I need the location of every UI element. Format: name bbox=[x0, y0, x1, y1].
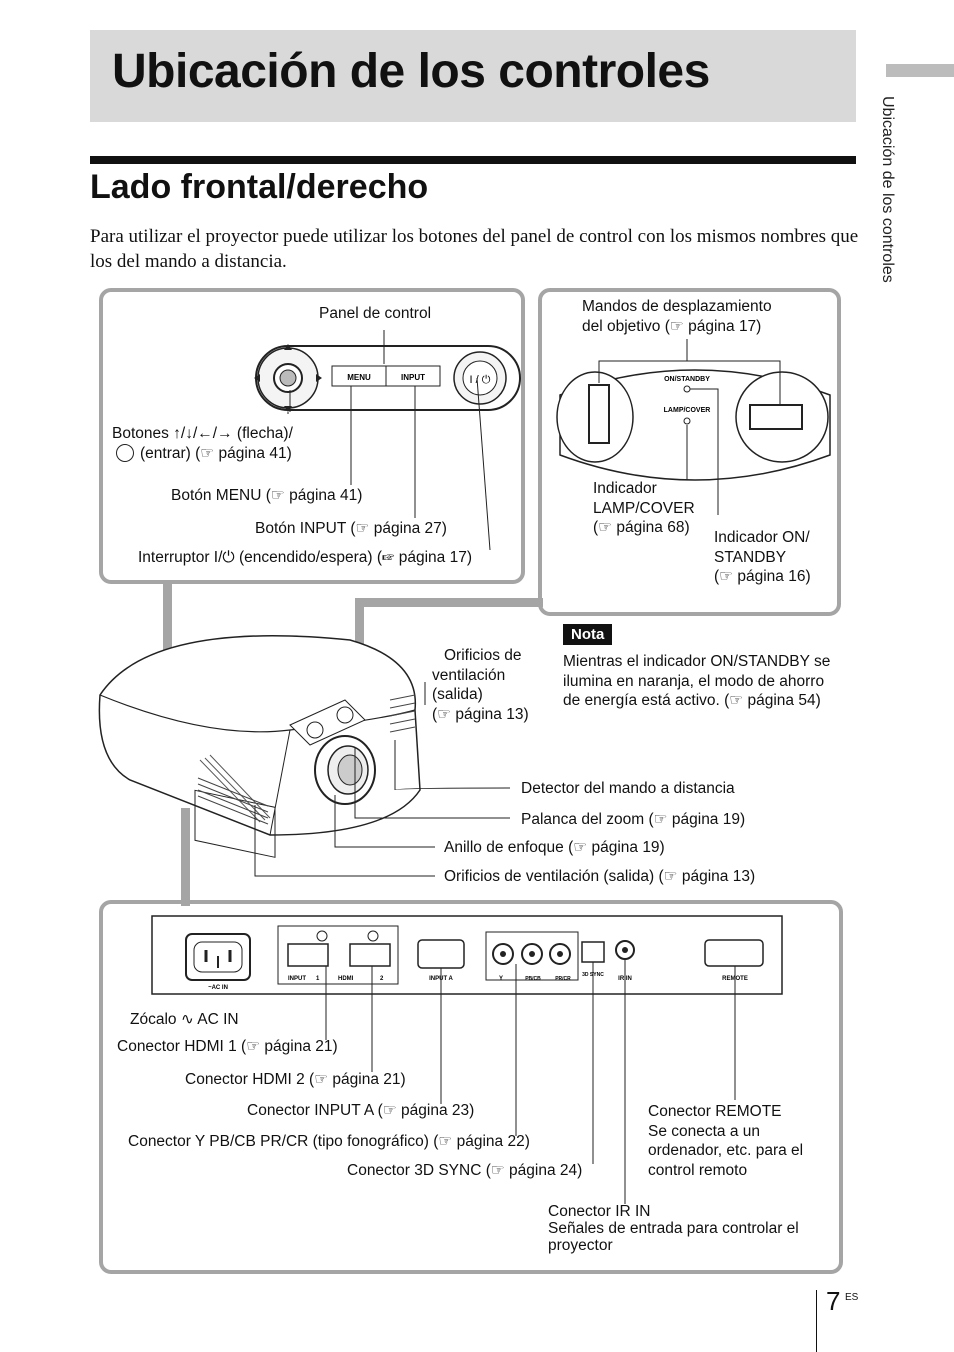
hdmi-print: HDMI bbox=[338, 976, 354, 982]
lens-shift-box bbox=[538, 288, 841, 616]
section-rule bbox=[90, 156, 856, 164]
hdmi2-label: Conector HDMI 2 (☞ página 21) bbox=[185, 1071, 406, 1088]
ypbpr-label: Conector Y PB/CB PR/CR (tipo fonográfico… bbox=[128, 1133, 530, 1150]
hdmi1-print: 1 bbox=[316, 976, 320, 982]
focus-ring-label: Anillo de enfoque (☞ página 19) bbox=[444, 839, 665, 856]
page-number: 7 bbox=[826, 1286, 841, 1316]
projector-illustration bbox=[98, 635, 511, 877]
on-standby-print: ON/STANDBY bbox=[664, 376, 710, 383]
ac-socket-label: Zócalo ∿ AC IN bbox=[130, 1011, 239, 1028]
remote-connector-label: Conector REMOTE Se conecta a un ordenado… bbox=[648, 1103, 804, 1179]
input-a-label: Conector INPUT A (☞ página 23) bbox=[247, 1102, 475, 1119]
pb-print: PB/CB bbox=[525, 976, 541, 982]
pr-print: PR/CR bbox=[555, 976, 571, 982]
connector-bar bbox=[355, 598, 543, 607]
lens-shift-title: Mandos de desplazamiento del objetivo (☞… bbox=[582, 298, 772, 335]
title-bar: Ubicación de los controles bbox=[90, 30, 856, 122]
lamp-indicator-label: Indicador LAMP/COVER (☞ página 68) bbox=[593, 480, 695, 536]
rear-panel-box bbox=[99, 900, 843, 1274]
svg-text:I / ⏻: I / ⏻ bbox=[470, 374, 491, 386]
side-label: Ubicación de los controles bbox=[879, 96, 896, 283]
rear-panel-diagram: ~AC IN INPUT 1 HDMI 2 INPUT A Y PB/CB PR… bbox=[151, 915, 783, 1204]
power-switch-label: Interruptor I/⏻ (encendido/espera) (☞ pá… bbox=[138, 549, 472, 566]
page-language: ES bbox=[845, 1292, 859, 1303]
connector-bar bbox=[181, 808, 190, 906]
ir-in-label: Conector IR IN Señales de entrada para c… bbox=[548, 1203, 799, 1254]
side-tab bbox=[886, 64, 954, 77]
input-button-label: Botón INPUT (☞ página 27) bbox=[255, 520, 447, 537]
control-panel-box bbox=[99, 288, 525, 584]
enter-icon bbox=[116, 444, 134, 463]
section-title: Lado frontal/derecho bbox=[90, 168, 429, 206]
page-divider bbox=[816, 1290, 817, 1352]
note-tag: Nota bbox=[563, 624, 613, 645]
on-standby-indicator-label: Indicador ON/ STANDBY (☞ página 16) bbox=[714, 529, 811, 585]
panel-title: Panel de control bbox=[319, 305, 432, 322]
menu-button-label: Botón MENU (☞ página 41) bbox=[171, 487, 363, 504]
hdmi1-label: Conector HDMI 1 (☞ página 21) bbox=[117, 1038, 338, 1055]
ac-in-print: ~AC IN bbox=[208, 985, 228, 991]
zoom-lever-label: Palanca del zoom (☞ página 19) bbox=[521, 811, 746, 828]
input-print: INPUT bbox=[288, 976, 306, 982]
lamp-cover-print: LAMP/COVER bbox=[664, 407, 711, 414]
y-print: Y bbox=[499, 976, 503, 982]
arrows-label: Botones ↑/↓/←/→ (flecha)/ (entrar) (☞ pá… bbox=[112, 425, 293, 463]
vent-side-label: Orificios de ventilación (salida) (☞ pág… bbox=[444, 868, 756, 885]
sync3d-label: Conector 3D SYNC (☞ página 24) bbox=[347, 1162, 583, 1179]
control-panel-diagram: MENU INPUT I / ⏻ bbox=[254, 330, 521, 551]
intro-paragraph: Para utilizar el proyector puede utiliza… bbox=[90, 226, 859, 272]
remote-detector-label: Detector del mando a distancia bbox=[521, 780, 735, 797]
lens-shift-diagram: ON/STANDBY LAMP/COVER bbox=[556, 339, 831, 515]
page-title: Ubicación de los controles bbox=[112, 45, 710, 98]
hdmi2-print: 2 bbox=[380, 976, 384, 982]
menu-print: MENU bbox=[347, 373, 371, 382]
input-print: INPUT bbox=[401, 373, 425, 382]
note-text: Mientras el indicador ON/STANDBY se ilum… bbox=[563, 653, 831, 709]
vent-top-label: Orificios de ventilación (salida) (☞ pág… bbox=[432, 647, 529, 723]
